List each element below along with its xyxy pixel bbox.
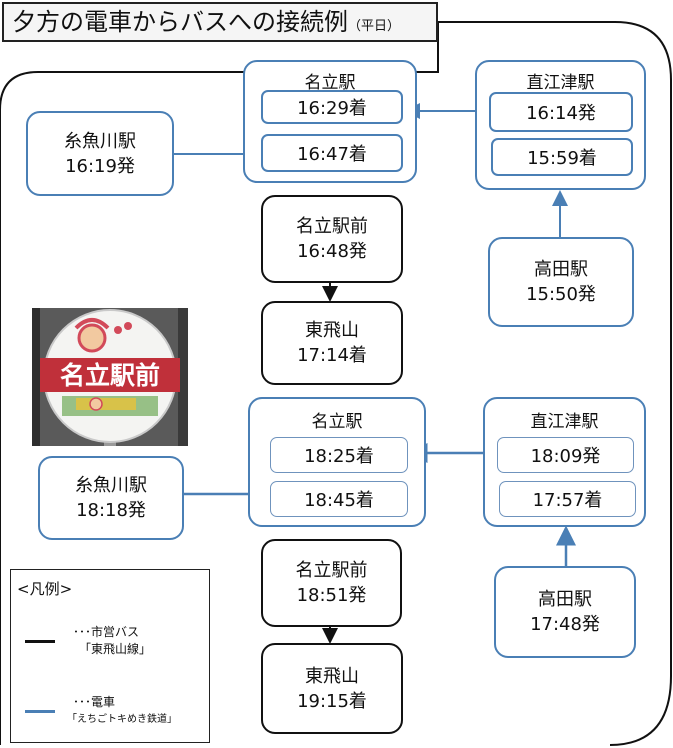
nadachi-arrival-1b: 16:47着 <box>261 134 403 172</box>
nadachi-arrival-1a: 16:29着 <box>261 90 403 124</box>
legend-train-line-icon <box>25 710 55 713</box>
bus-stop-sign-illustration: 名立駅前 <box>32 308 188 446</box>
itoigawa-node-2: 糸魚川駅 18:18発 <box>38 456 184 540</box>
page-title: 夕方の電車からバスへの接続例（平日） <box>2 2 438 42</box>
legend-bus-label: ･･･市営バス <box>73 625 140 639</box>
nadachi-label-2: 名立駅 <box>311 412 363 432</box>
bus-stop-station-2: 名立駅前 <box>295 560 368 581</box>
itoigawa-node-1: 糸魚川駅 16:19発 <box>26 111 174 196</box>
nadachi-arrival-2a: 18:25着 <box>270 437 408 473</box>
takada-time-2: 17:48発 <box>530 614 600 635</box>
legend-bus-text: ･･･市営バス 「東飛山線」 <box>73 624 151 658</box>
nadachi-station-group-1: 名立駅 16:29着 16:47着 <box>243 60 417 183</box>
bus-stop-time-2: 18:51発 <box>296 585 367 606</box>
title-main: 夕方の電車からバスへの接続例 <box>12 8 348 36</box>
sign-text: 名立駅前 <box>60 361 160 390</box>
nadachi-station-group-2: 名立駅 18:25着 18:45着 <box>248 397 426 527</box>
higashitobiyama-time-2: 19:15着 <box>297 690 367 712</box>
bus-stop-station-1: 名立駅前 <box>296 216 368 237</box>
naoetsu-departure-2: 18:09発 <box>497 437 634 473</box>
takada-node-2: 高田駅 17:48発 <box>494 566 636 658</box>
title-note: （平日） <box>348 19 401 34</box>
takada-time-1: 15:50発 <box>526 284 596 305</box>
higashitobiyama-station-1: 東飛山 <box>305 320 359 341</box>
naoetsu-departure-1: 16:14発 <box>489 92 633 132</box>
bus-stop-sign-photo: 名立駅前 <box>32 308 188 446</box>
naoetsu-label-1: 直江津駅 <box>526 73 595 93</box>
naoetsu-label-2: 直江津駅 <box>530 412 599 432</box>
bus-stop-node-2: 名立駅前 18:51発 <box>261 539 402 627</box>
nadachi-label-1: 名立駅 <box>304 73 356 93</box>
legend-title: <凡例> <box>17 580 73 598</box>
naoetsu-arrival-1: 15:59着 <box>491 138 633 176</box>
takada-station-2: 高田駅 <box>538 589 592 610</box>
itoigawa-station-1: 糸魚川駅 <box>64 130 136 152</box>
bus-stop-node-1: 名立駅前 16:48発 <box>261 195 403 283</box>
higashitobiyama-station-2: 東飛山 <box>305 665 359 687</box>
legend-train-label: ･･･電車 <box>73 695 116 709</box>
itoigawa-time-2: 18:18発 <box>76 500 146 521</box>
legend-train-line: 「えちごトキめき鉄道」 <box>67 714 177 725</box>
higashitobiyama-time-1: 17:14着 <box>297 345 367 366</box>
higashitobiyama-node-1: 東飛山 17:14着 <box>261 301 403 385</box>
legend-bus-line: 「東飛山線」 <box>79 642 152 656</box>
naoetsu-station-group-1: 直江津駅 16:14発 15:59着 <box>475 60 646 190</box>
takada-node-1: 高田駅 15:50発 <box>488 237 634 327</box>
legend: <凡例> ･･･市営バス 「東飛山線」 ･･･電車 「えちごトキめき鉄道」 <box>10 569 210 743</box>
itoigawa-station-2: 糸魚川駅 <box>75 475 147 496</box>
naoetsu-arrival-2: 17:57着 <box>499 481 636 517</box>
itoigawa-time-1: 16:19発 <box>65 155 135 177</box>
takada-station-1: 高田駅 <box>534 259 588 280</box>
naoetsu-station-group-2: 直江津駅 18:09発 17:57着 <box>483 397 646 527</box>
legend-bus-line-icon <box>25 640 55 643</box>
nadachi-arrival-2b: 18:45着 <box>270 481 408 517</box>
higashitobiyama-node-2: 東飛山 19:15着 <box>261 643 403 734</box>
legend-train-text: ･･･電車 「えちごトキめき鉄道」 <box>67 694 177 728</box>
bus-stop-time-1: 16:48発 <box>297 241 367 262</box>
